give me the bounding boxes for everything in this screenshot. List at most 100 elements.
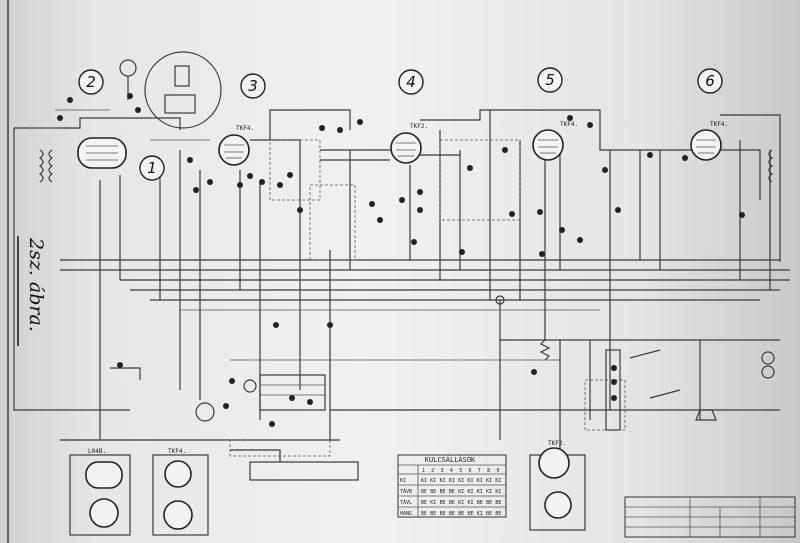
- junction-dot: [289, 395, 295, 401]
- stage-badge-5: 5: [537, 67, 563, 93]
- switch-table-column-header: 9: [496, 468, 499, 474]
- junction-dot: [337, 127, 343, 133]
- tube-label-lower-mid: TKF4.: [168, 448, 186, 455]
- switch-table-column-header: 4: [450, 468, 453, 474]
- junction-dot: [467, 165, 473, 171]
- junction-dot: [357, 119, 363, 125]
- switch-table-row-label: TÁVL: [400, 499, 412, 506]
- switch-table-cell: KI: [421, 478, 427, 484]
- junction-dot: [587, 122, 593, 128]
- switch-table-cell: BE: [486, 500, 492, 506]
- junction-dot: [537, 209, 543, 215]
- switch-table-title: KULCSÁLLÁSOK: [425, 455, 476, 464]
- switch-table-column-header: 7: [478, 468, 481, 474]
- switch-table-column-header: 3: [441, 468, 444, 474]
- switch-table-cell: BE: [421, 511, 427, 517]
- switch-table-cell: KI: [486, 489, 492, 495]
- junction-dot: [273, 322, 279, 328]
- junction-dot: [193, 187, 199, 193]
- switch-table-cell: KI: [495, 478, 501, 484]
- junction-dot: [509, 211, 515, 217]
- junction-dot: [739, 212, 745, 218]
- junction-dot: [117, 362, 123, 368]
- junction-dot: [611, 379, 617, 385]
- switch-table-cell: KI: [486, 478, 492, 484]
- switch-table-column-header: 8: [487, 468, 490, 474]
- switch-table-cell: BE: [458, 511, 464, 517]
- switch-table-cell: KI: [430, 500, 436, 506]
- tube-label-stage3: TKF4.: [236, 125, 254, 132]
- junction-dot: [187, 157, 193, 163]
- switch-table-cell: BE: [486, 511, 492, 517]
- figure-label: 2sz. ábra.: [25, 237, 47, 332]
- input-stage: [30, 51, 222, 183]
- output-section: [605, 149, 775, 431]
- switch-table-cell: KI: [458, 489, 464, 495]
- tube-label-stage5: TKF4.: [560, 121, 578, 128]
- switch-table-cell: BE: [430, 489, 436, 495]
- stage-number-2: 2: [86, 73, 96, 91]
- junction-dot: [399, 197, 405, 203]
- lower-tube-tkf2: [529, 447, 586, 531]
- junction-dot: [602, 167, 608, 173]
- switch-table-column-header: 2: [431, 468, 434, 474]
- junction-dot: [369, 201, 375, 207]
- switch-table-cell: BE: [449, 511, 455, 517]
- stage-badge-3: 3: [240, 73, 266, 99]
- junction-dot: [417, 207, 423, 213]
- main-wiring: [13, 109, 790, 470]
- switch-table-cell: KI: [440, 478, 446, 484]
- stage-number-1: 1: [147, 159, 157, 177]
- switch-table-cell: KI: [477, 489, 483, 495]
- tube-stage-4: [390, 132, 422, 164]
- switch-table-cell: KI: [458, 500, 464, 506]
- tube-label-rectifier: L04B.: [88, 448, 106, 455]
- tube-stage-6: [690, 129, 722, 161]
- junction-dot: [229, 378, 235, 384]
- junction-dot: [135, 107, 141, 113]
- junction-dots: [57, 93, 745, 427]
- junction-dot: [207, 179, 213, 185]
- switch-table-cell: KI: [468, 478, 474, 484]
- switch-table-cell: BE: [421, 500, 427, 506]
- stage-number-4: 4: [406, 73, 416, 91]
- stage-badge-6: 6: [697, 68, 723, 94]
- switch-table-cell: KI: [449, 478, 455, 484]
- stage-number-3: 3: [248, 77, 258, 95]
- rectifier-tube: [69, 454, 131, 536]
- shield-boxes: [229, 139, 626, 457]
- switch-table-cell: BE: [440, 489, 446, 495]
- switch-table-cell: KI: [458, 478, 464, 484]
- junction-dot: [127, 93, 133, 99]
- switch-table-cell: KI: [468, 500, 474, 506]
- switch-table-cell: BE: [449, 500, 455, 506]
- stage-badge-2: 2: [78, 69, 104, 95]
- switch-table-cell: BE: [421, 489, 427, 495]
- junction-dot: [459, 249, 465, 255]
- switch-table-column-header: 6: [469, 468, 472, 474]
- switch-table-cell: BE: [495, 511, 501, 517]
- junction-dot: [319, 125, 325, 131]
- junction-dot: [615, 207, 621, 213]
- lower-tube-tkf4: [152, 454, 209, 536]
- junction-dot: [417, 189, 423, 195]
- junction-dot: [287, 172, 293, 178]
- switch-table-column-header: 1: [422, 468, 425, 474]
- junction-dot: [682, 155, 688, 161]
- junction-dot: [259, 179, 265, 185]
- stage-number-5: 5: [545, 71, 555, 89]
- switch-table-column-header: 5: [459, 468, 462, 474]
- switch-table-cell: BE: [495, 500, 501, 506]
- switch-table-cell: BE: [440, 500, 446, 506]
- switch-table-row-label: TÁVB: [400, 488, 412, 495]
- junction-dot: [567, 115, 573, 121]
- junction-dot: [277, 182, 283, 188]
- tube-label-lower-right: TKF2.: [548, 440, 566, 447]
- junction-dot: [611, 395, 617, 401]
- junction-dot: [502, 147, 508, 153]
- switch-table-cell: KI: [477, 511, 483, 517]
- stage-badges: 1 2 3 4 5 6: [78, 67, 723, 181]
- switch-table-cell: KI: [468, 489, 474, 495]
